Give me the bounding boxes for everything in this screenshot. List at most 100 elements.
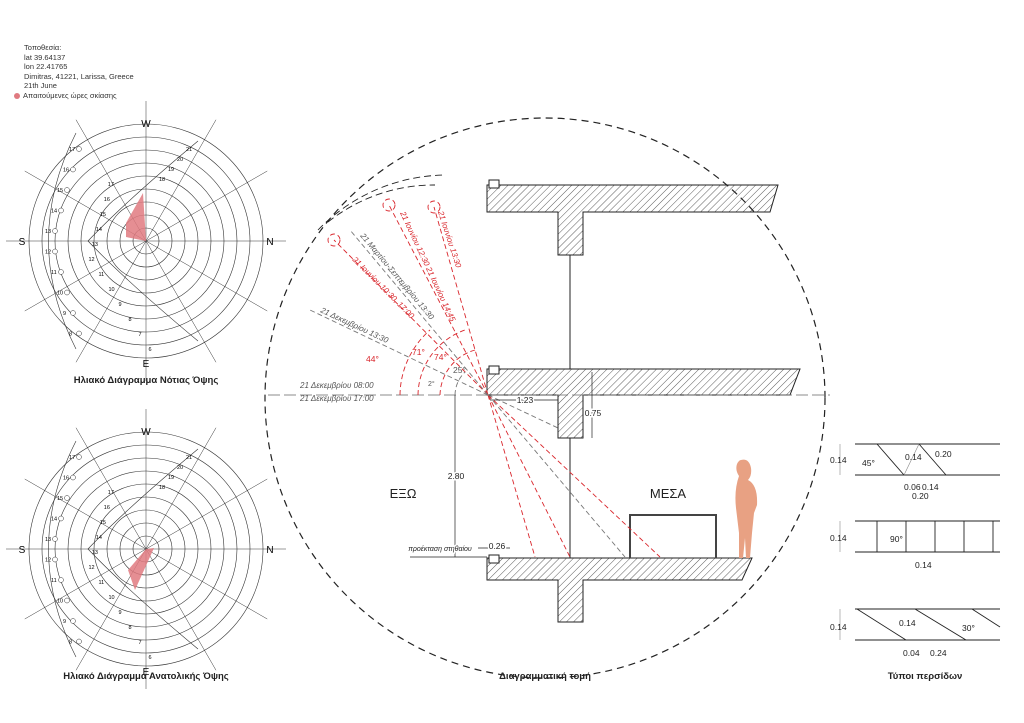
hour-label: 19 — [168, 475, 174, 481]
louver-type-30 — [839, 608, 1001, 641]
louver-dim: 0.14 — [922, 482, 939, 492]
louver-dim: 0.14 — [899, 618, 916, 628]
desk — [629, 514, 717, 558]
angle-arc — [417, 329, 466, 396]
hour-marker — [52, 536, 58, 542]
person-figure — [735, 459, 758, 558]
cardinal-n: N — [266, 237, 273, 248]
ray-equinox — [349, 229, 489, 396]
hour-label: 7 — [139, 332, 142, 338]
legend-date: 21th June — [24, 81, 57, 90]
hour-label: 15 — [57, 188, 63, 194]
louver-dim: 0.24 — [930, 648, 947, 658]
lower-slab — [486, 557, 753, 623]
hour-label: 13 — [92, 242, 98, 248]
hour-marker — [64, 495, 70, 501]
hour-label: 6 — [149, 347, 152, 353]
hour-marker — [58, 515, 64, 522]
louver-dim: 0.14 — [905, 452, 922, 462]
ray-label: 21 Δεκεμβρίου 08:00 — [299, 381, 374, 390]
ray-floor — [487, 394, 536, 558]
hour-marker — [70, 474, 76, 481]
ray-june-1230 — [388, 204, 489, 396]
hour-marker — [70, 618, 76, 624]
dim-beam: 0.75 — [585, 408, 602, 418]
angle-label: 25° — [453, 365, 466, 375]
location-legend: Τοποθεσία: lat 39.64137 lon 22.41765 Dim… — [14, 43, 134, 100]
hour-label: 16 — [104, 197, 110, 203]
ray-floor — [487, 394, 661, 558]
hour-marker — [70, 310, 76, 316]
hour-label: 17 — [108, 182, 114, 188]
hour-label: 14 — [51, 209, 57, 215]
hour-label: 6 — [149, 655, 152, 661]
legend-shading: Απαιτούμενες ώρες σκίασης — [23, 90, 117, 100]
hour-label: 21 — [186, 147, 192, 153]
louver-dim: 0.14 — [830, 455, 847, 465]
sun-path — [87, 140, 199, 342]
hour-label: 11 — [99, 272, 105, 278]
section-title: Διαγραμματική τομή — [499, 671, 591, 682]
louver-type-45 — [839, 443, 1000, 476]
hour-label: 14 — [51, 517, 57, 523]
hour-marker — [58, 577, 64, 583]
hour-label: 17 — [69, 147, 75, 153]
east-diagram-title: Ηλιακό Διάγραμμα Ανατολικής Όψης — [63, 671, 229, 682]
hour-label: 14 — [96, 227, 102, 233]
cardinal-e: E — [143, 667, 150, 678]
louver-angle: 30° — [962, 623, 975, 633]
hour-label: 17 — [108, 490, 114, 496]
hour-label: 13 — [45, 229, 51, 235]
angle-label: 71° — [412, 347, 425, 357]
upper-slab — [486, 184, 779, 256]
sun-path — [87, 448, 199, 650]
cardinal-s: S — [19, 237, 26, 248]
ray-floor — [487, 394, 626, 558]
hour-label: 15 — [100, 520, 106, 526]
louver-dim: 0.14 — [830, 622, 847, 632]
hour-marker — [70, 166, 76, 173]
shading-dot-icon — [14, 92, 20, 99]
hour-marker — [58, 269, 64, 275]
angle-label: 74° — [434, 352, 447, 362]
ray-december-1330 — [309, 309, 489, 396]
hour-label: 15 — [57, 496, 63, 502]
cardinal-w: W — [141, 119, 151, 130]
angle-label: 2° — [428, 380, 435, 388]
hour-label: 20 — [177, 465, 183, 471]
sun-path-arrow — [317, 174, 446, 231]
cardinal-n: N — [266, 545, 273, 556]
section-drawing: 21 Ιουνίου 13:30 21 Ιουνίου 12:30 21 Ιου… — [264, 117, 830, 679]
hour-label: 16 — [63, 168, 69, 174]
hour-label: 16 — [104, 505, 110, 511]
parapet-middle — [488, 365, 500, 375]
hour-label: 19 — [168, 167, 174, 173]
louver-dim: 0.14 — [915, 560, 932, 570]
hour-label: 10 — [109, 595, 115, 601]
hour-label: 11 — [51, 578, 57, 584]
ray-label: 21 Δεκεμβρίου 13:30 — [318, 305, 390, 345]
hour-label: 10 — [57, 599, 63, 605]
hour-label: 10 — [57, 291, 63, 297]
hour-label: 8 — [129, 317, 132, 323]
hour-marker — [76, 146, 82, 152]
south-diagram-title: Ηλιακό Διάγραμμα Νότιας Όψης — [73, 375, 219, 386]
louver-types — [839, 443, 1001, 641]
parapet-label: προέκταση στηθαίου — [408, 545, 472, 553]
dim-overhang: 1.23 — [517, 395, 534, 405]
louver-type-90 — [839, 520, 1000, 553]
hour-label: 8 — [69, 332, 72, 338]
hour-label: 20 — [177, 157, 183, 163]
legend-lat: lat 39.64137 — [24, 52, 66, 62]
hour-label: 18 — [159, 177, 165, 183]
hour-marker — [52, 228, 58, 234]
louver-dim: 0.04 — [903, 648, 920, 658]
hour-label: 11 — [51, 270, 57, 276]
hour-marker — [58, 207, 64, 214]
hour-label: 13 — [45, 537, 51, 543]
shading-area — [126, 193, 146, 241]
detail-circle — [264, 117, 826, 679]
hour-label: 8 — [129, 625, 132, 631]
